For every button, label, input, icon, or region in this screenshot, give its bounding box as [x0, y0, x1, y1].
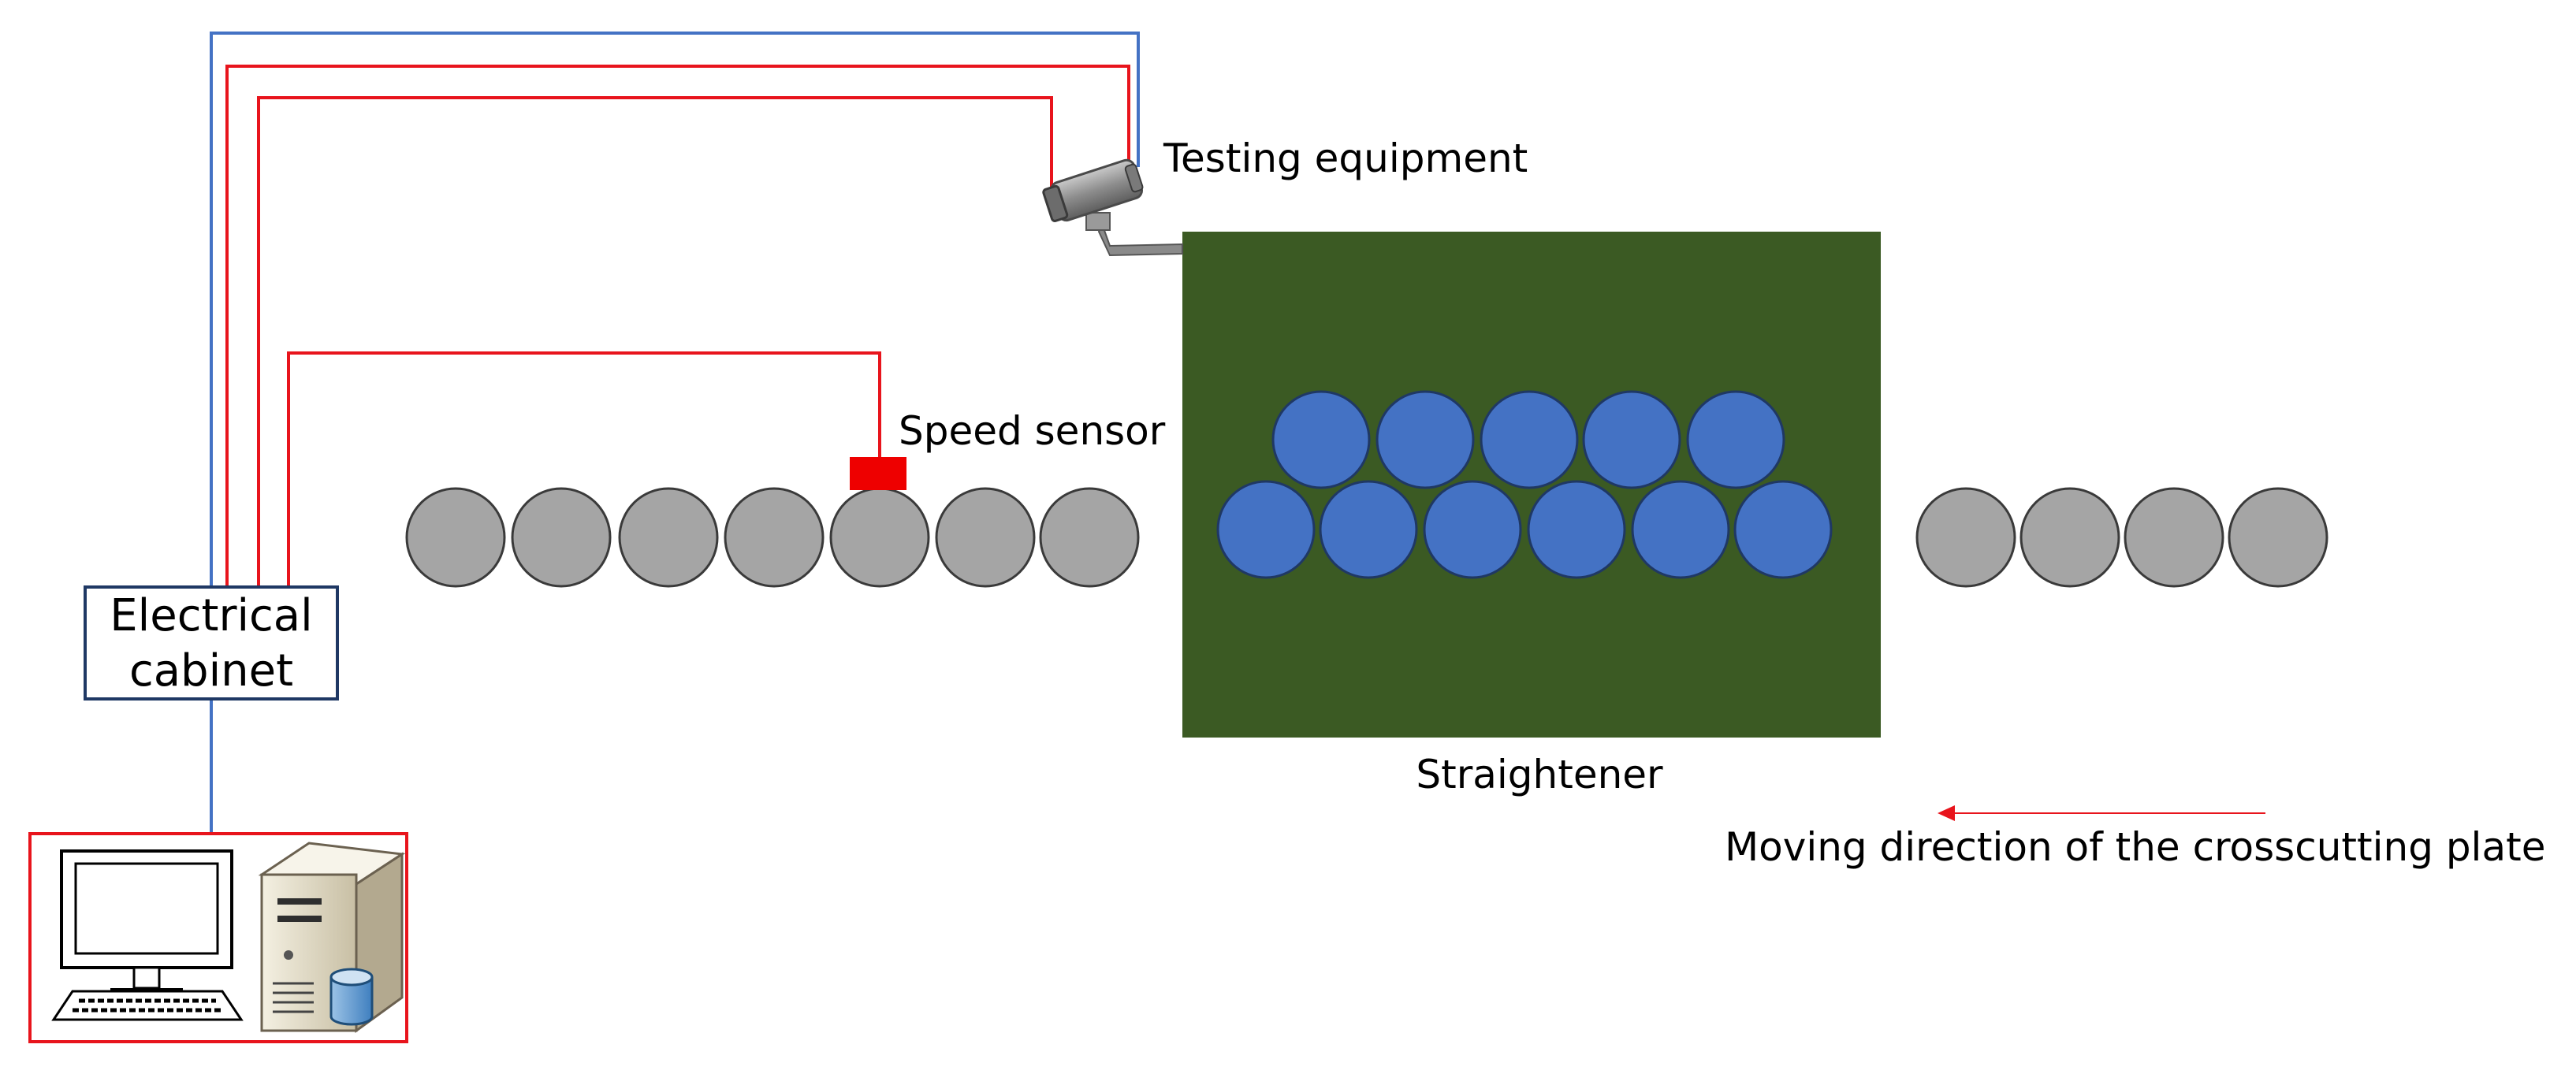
straightener-lower-roller	[1631, 480, 1730, 579]
entry-roller	[618, 487, 719, 588]
speed-sensor-label: Speed sensor	[899, 408, 1166, 454]
testing-equipment-label: Testing equipment	[1163, 136, 1528, 181]
straightener-lower-roller	[1423, 480, 1522, 579]
entry-roller	[935, 487, 1036, 588]
signal-wire-to-speed-sensor	[287, 351, 881, 587]
straightener-label: Straightener	[1416, 752, 1663, 797]
server-database-icon	[258, 842, 406, 1033]
straightener-lower-roller	[1216, 480, 1316, 579]
exit-roller	[2228, 487, 2328, 588]
arrow-left-icon	[1938, 805, 2265, 821]
desktop-computer-icon	[51, 849, 244, 1021]
straightener-upper-roller	[1582, 390, 1681, 489]
exit-roller	[2019, 487, 2120, 588]
entry-roller	[511, 487, 612, 588]
moving-direction-label: Moving direction of the crosscutting pla…	[1725, 824, 2545, 870]
exit-roller	[2124, 487, 2224, 588]
entry-roller	[724, 487, 825, 588]
electrical-cabinet-label-line2: cabinet	[129, 645, 293, 697]
entry-roller	[405, 487, 506, 588]
signal-wire-to-camera-outer	[225, 65, 1130, 587]
data-wire-to-camera	[210, 32, 1140, 587]
entry-roller	[829, 487, 930, 588]
entry-roller-table	[405, 487, 1140, 588]
straightener-lower-roller	[1319, 480, 1418, 579]
speed-sensor-icon	[850, 457, 906, 490]
straightener-upper-roller	[1686, 390, 1785, 489]
straightener-lower-roller	[1733, 480, 1833, 579]
straightener-lower-roller	[1527, 480, 1626, 579]
straightener-rollers	[1216, 390, 1833, 579]
electrical-cabinet-box	[84, 585, 339, 701]
straightener-upper-roller	[1375, 390, 1475, 489]
camera-icon	[1042, 158, 1183, 257]
exit-roller-table	[1915, 487, 2328, 588]
signal-wire-to-camera-inner	[257, 96, 1053, 587]
straightener-upper-roller	[1271, 390, 1371, 489]
straightener-upper-roller	[1480, 390, 1579, 489]
electrical-cabinet-label-line1: Electrical	[110, 590, 312, 641]
entry-roller	[1039, 487, 1140, 588]
exit-roller	[1915, 487, 2016, 588]
wiring	[210, 32, 1140, 834]
